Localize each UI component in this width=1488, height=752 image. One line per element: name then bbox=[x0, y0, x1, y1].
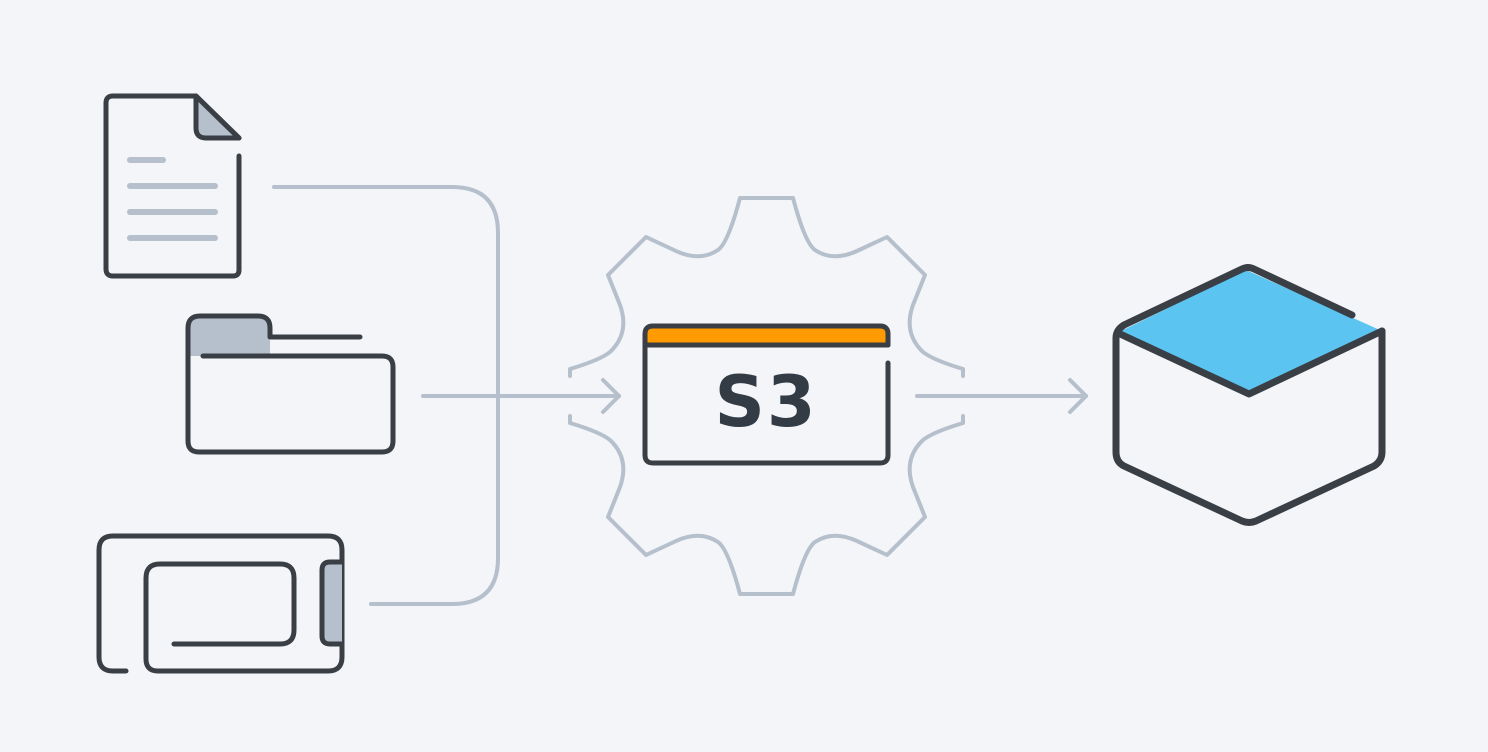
document-icon bbox=[103, 93, 242, 279]
s3-label: S3 bbox=[714, 361, 818, 443]
gear-icon bbox=[568, 196, 965, 596]
s3-window bbox=[642, 323, 891, 466]
folder-icon bbox=[185, 313, 396, 455]
drive-icon bbox=[96, 533, 345, 674]
cube-icon bbox=[1112, 264, 1386, 526]
connector-lines bbox=[272, 185, 1088, 606]
